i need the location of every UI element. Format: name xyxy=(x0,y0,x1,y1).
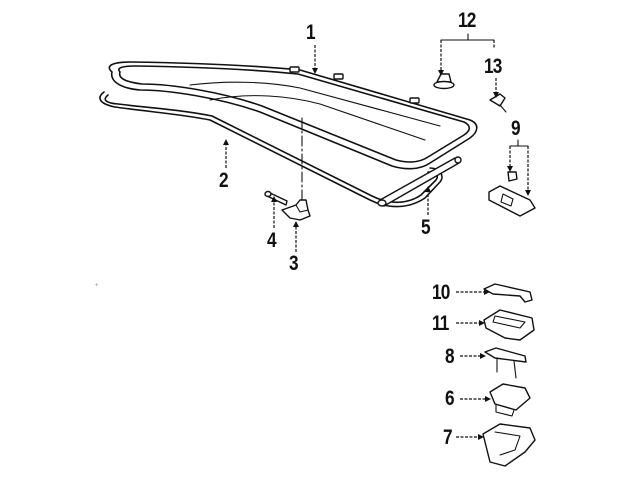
callout-8: 8 xyxy=(445,345,455,368)
housing xyxy=(483,309,535,341)
lock-actuator xyxy=(489,383,531,417)
callout-13: 13 xyxy=(484,55,502,78)
latch xyxy=(482,423,536,467)
bumper-pin xyxy=(264,190,288,206)
callout-1: 1 xyxy=(306,21,316,44)
callout-9: 9 xyxy=(511,117,521,140)
trim-bracket xyxy=(483,283,533,303)
trunk-lid-panel xyxy=(108,61,478,170)
callout-11: 11 xyxy=(432,312,449,335)
callout-3: 3 xyxy=(289,252,299,275)
support-strut xyxy=(377,156,462,207)
clip xyxy=(489,93,507,113)
callout-5: 5 xyxy=(421,216,431,239)
callout-12: 12 xyxy=(458,9,476,32)
bracket-studs xyxy=(484,347,527,379)
callout-4: 4 xyxy=(267,229,277,252)
callout-6: 6 xyxy=(445,387,455,410)
weatherstrip xyxy=(99,91,443,208)
callout-2: 2 xyxy=(219,169,229,192)
striker-assembly xyxy=(488,171,536,217)
fastener xyxy=(433,73,455,90)
callout-10: 10 xyxy=(432,281,450,304)
hinge-bracket xyxy=(281,199,311,221)
callout-7: 7 xyxy=(443,426,453,449)
stray-mark: + xyxy=(95,283,99,289)
leader-lines xyxy=(223,33,531,440)
